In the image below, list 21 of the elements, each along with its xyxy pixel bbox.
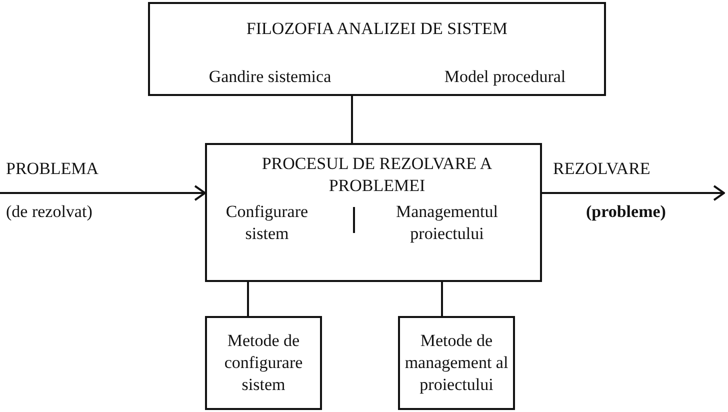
arrow-label: (probleme): [586, 202, 666, 222]
box-text: Metode de configurare sistem: [223, 330, 304, 396]
box-text: Gandire sistemica: [208, 66, 332, 88]
connector-line: [247, 282, 249, 316]
box-text: Managementul proiectului: [395, 201, 499, 246]
box-text: Configurare sistem: [224, 201, 310, 246]
arrow: [0, 185, 206, 201]
process-box: [148, 2, 606, 96]
connector-line: [351, 96, 353, 143]
arrow-label: PROBLEMA: [6, 159, 99, 179]
connector-line: [441, 282, 443, 316]
box-heading: FILOZOFIA ANALIZEI DE SISTEM: [245, 18, 509, 40]
process-box: [398, 316, 515, 410]
box-text: Metode de management al proiectului: [404, 330, 510, 396]
box-heading: PROCESUL DE REZOLVARE A PROBLEMEI: [260, 153, 494, 198]
process-box: [205, 143, 542, 282]
process-box: [205, 316, 322, 410]
box-text: Model procedural: [443, 66, 567, 88]
arrow-label: (de rezolvat): [6, 202, 92, 222]
arrow: [542, 185, 725, 201]
arrow-label: REZOLVARE: [553, 159, 650, 179]
